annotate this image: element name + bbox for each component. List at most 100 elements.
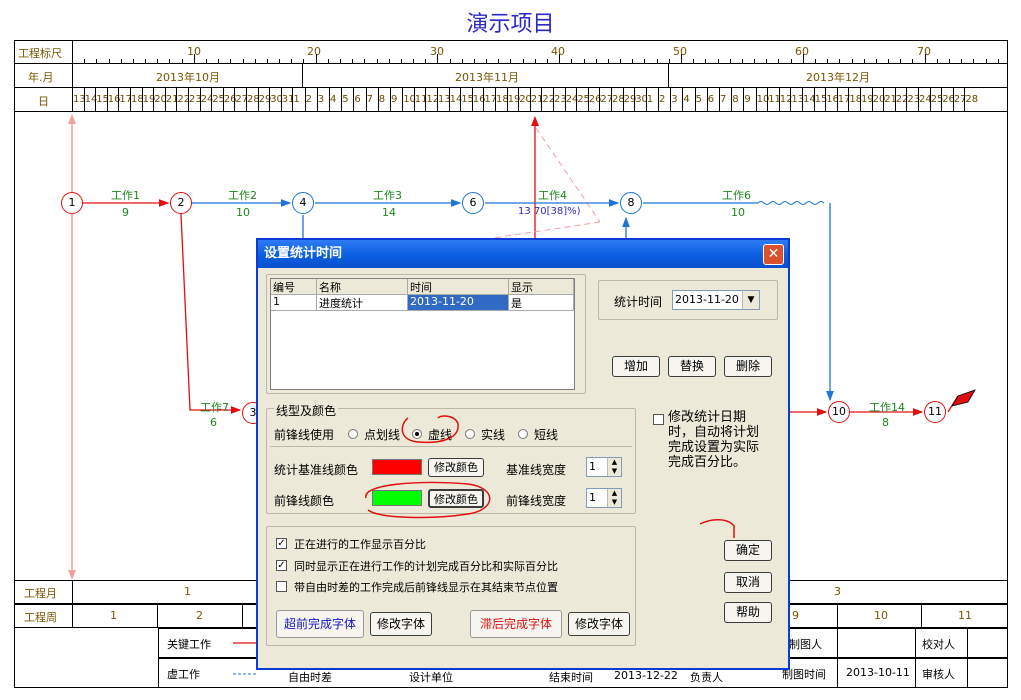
scale-tick — [522, 59, 524, 64]
day-cell: 23 — [189, 94, 202, 105]
work14-duration: 8 — [882, 416, 889, 429]
scale-tick — [108, 59, 110, 64]
modify-front-color-button[interactable]: 修改颜色 — [428, 489, 484, 508]
month-nov: 2013年11月 — [455, 71, 519, 84]
scale-tick — [778, 59, 780, 64]
day-divider — [153, 88, 155, 112]
radio-dot-dash[interactable] — [348, 429, 358, 439]
day-cell: 25 — [930, 94, 944, 105]
scale-number: 20 — [307, 45, 321, 58]
radio-solid[interactable] — [465, 429, 475, 439]
th-name: 名称 — [317, 279, 408, 295]
cell-id[interactable]: 1 — [271, 295, 317, 311]
work3-duration: 14 — [382, 206, 396, 219]
day-divider — [353, 88, 355, 112]
day-divider — [246, 88, 247, 112]
day-divider — [964, 88, 966, 112]
delete-button[interactable]: 删除 — [724, 356, 772, 377]
scale-tick — [924, 54, 926, 64]
day-divider — [719, 88, 720, 112]
node-6[interactable]: 6 — [462, 192, 484, 214]
scale-number: 70 — [917, 45, 931, 58]
ok-button[interactable]: 确定 — [724, 540, 772, 561]
week-div-4 — [921, 604, 922, 628]
check-plan-actual[interactable]: ✓ — [276, 560, 287, 571]
spinner-arrows-icon[interactable]: ▲▼ — [607, 489, 621, 507]
add-button[interactable]: 增加 — [612, 356, 660, 377]
stat-table[interactable]: 编号 名称 时间 显示 1 进度统计 2013-11-20 是 — [270, 278, 575, 390]
spinner-arrows-icon[interactable]: ▲▼ — [607, 458, 621, 476]
day-cell: 16 — [472, 94, 486, 105]
day-divider — [836, 88, 838, 112]
modify-base-color-button[interactable]: 修改颜色 — [428, 458, 484, 477]
radio-dashed[interactable] — [412, 429, 422, 439]
day-cell: 6 — [354, 94, 361, 105]
day-cell: 20 — [872, 94, 886, 105]
node-1[interactable]: 1 — [61, 192, 83, 214]
bottom-month-label: 工程月 — [24, 587, 57, 600]
day-cell: 21 — [530, 94, 544, 105]
scale-tick — [571, 59, 573, 64]
node-2[interactable]: 2 — [170, 192, 192, 214]
stat-time-select[interactable]: 2013-11-20 ▼ — [672, 290, 760, 310]
scale-row-label: 工程标尺 — [18, 47, 62, 60]
front-line-width-spinner[interactable]: 1▲▼ — [586, 488, 622, 508]
day-cell: 4 — [330, 94, 337, 105]
scale-tick — [656, 59, 658, 64]
cancel-button[interactable]: 取消 — [724, 572, 772, 593]
cell-show[interactable]: 是 — [509, 295, 574, 311]
check-show-percent[interactable]: ✓ — [276, 538, 287, 549]
help-button[interactable]: 帮助 — [724, 602, 772, 623]
radio-short[interactable] — [518, 429, 528, 439]
node-11[interactable]: 11 — [924, 401, 946, 423]
stat-time-group — [598, 280, 778, 320]
close-icon[interactable]: ✕ — [763, 244, 784, 265]
work4-label: 工作4 — [538, 189, 567, 202]
legend-draw-time-label: 制图时间 — [782, 668, 826, 681]
day-divider — [304, 88, 306, 112]
day-divider — [682, 88, 684, 112]
day-cell: 13 — [791, 94, 805, 105]
node-10[interactable]: 10 — [828, 401, 850, 423]
node-4[interactable]: 4 — [292, 192, 314, 214]
modify-ahead-font-button[interactable]: 修改字体 — [370, 612, 432, 636]
day-divider — [860, 88, 861, 112]
legend-end-time: 2013-12-22 — [614, 669, 678, 682]
base-line-color-swatch[interactable] — [372, 459, 422, 475]
line-color-group — [266, 408, 636, 514]
day-cell: 3 — [317, 94, 325, 105]
day-divider — [611, 88, 612, 112]
scale-tick — [534, 59, 536, 64]
day-cell: 30 — [635, 94, 648, 105]
day-cell: 28 — [965, 94, 979, 105]
day-cell: 30 — [270, 94, 283, 105]
node-8[interactable]: 8 — [620, 192, 642, 214]
modify-lag-font-button[interactable]: 修改字体 — [568, 612, 630, 636]
scale-tick — [900, 59, 902, 64]
scale-tick — [948, 59, 950, 64]
day-divider — [176, 88, 178, 112]
scale-tick — [510, 59, 512, 64]
base-line-width-spinner[interactable]: 1▲▼ — [586, 457, 622, 477]
scale-tick — [620, 59, 622, 64]
scale-tick — [339, 59, 341, 64]
day-divider — [871, 88, 873, 112]
radio-dashed-label: 虚线 — [428, 428, 453, 442]
cell-name[interactable]: 进度统计 — [317, 295, 408, 311]
front-line-color-swatch[interactable] — [372, 490, 422, 506]
month-divider-1 — [302, 64, 303, 88]
day-cell: 26 — [223, 94, 237, 105]
check-free-float[interactable] — [276, 581, 287, 592]
legend-drafter: 制图人 — [789, 638, 822, 651]
replace-button[interactable]: 替换 — [668, 356, 716, 377]
modify-stat-date-checkbox[interactable] — [653, 414, 664, 425]
annotation-circle-color — [365, 481, 491, 519]
day-divider — [83, 88, 85, 112]
chevron-down-icon[interactable]: ▼ — [742, 291, 759, 309]
base-line-color-label: 统计基准线颜色 — [274, 463, 359, 477]
scale-tick — [157, 59, 159, 64]
cell-time[interactable]: 2013-11-20 — [408, 295, 509, 311]
scale-tick — [84, 59, 86, 64]
